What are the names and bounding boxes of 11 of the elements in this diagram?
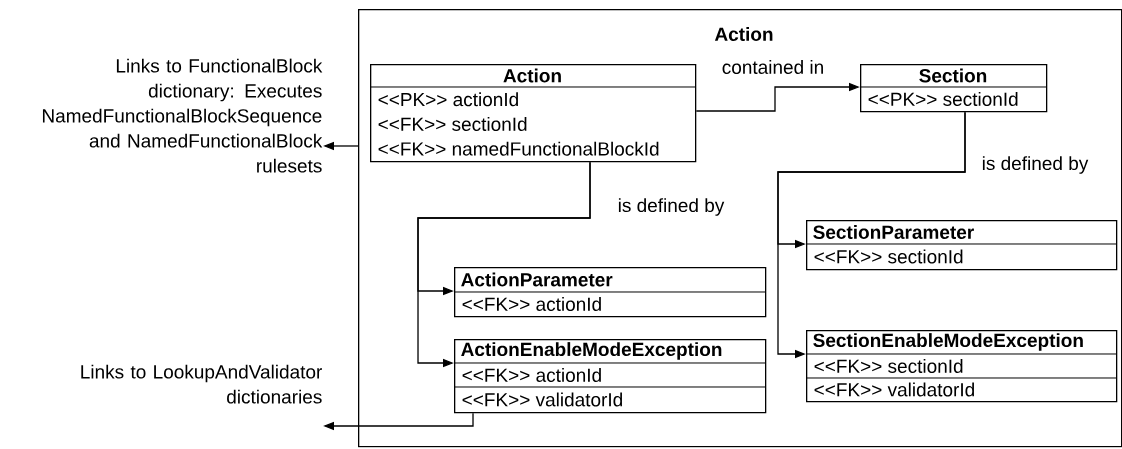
note-text: Links to FunctionalBlock dictionary: Executes NamedFunctionalBlockSequence and NamedFunctionalBlock rulesets bbox=[42, 58, 323, 173]
table-box: ActionParameter <<FK>> actionId bbox=[453, 267, 767, 318]
table-box: ActionEnableModeException <<FK>> actionId <<FK>> validatorId bbox=[453, 339, 767, 414]
table-box: SectionParameter <<FK>> sectionId bbox=[805, 220, 1118, 271]
edge-label: contained in bbox=[719, 58, 827, 76]
note-text: Links to LookupAndValidator dictionaries bbox=[81, 364, 322, 404]
table-box: SectionEnableModeException <<FK>> sectionId <<FK>> validatorId bbox=[805, 330, 1118, 403]
edge-label: is defined by bbox=[615, 196, 727, 218]
table-box: Action <<PK>> actionId <<FK>> sectionId <<FK>> namedFunctionalBlockId bbox=[369, 64, 697, 163]
table-box: Section <<PK>> sectionId bbox=[859, 64, 1048, 113]
edge-label: is defined by bbox=[979, 154, 1091, 176]
